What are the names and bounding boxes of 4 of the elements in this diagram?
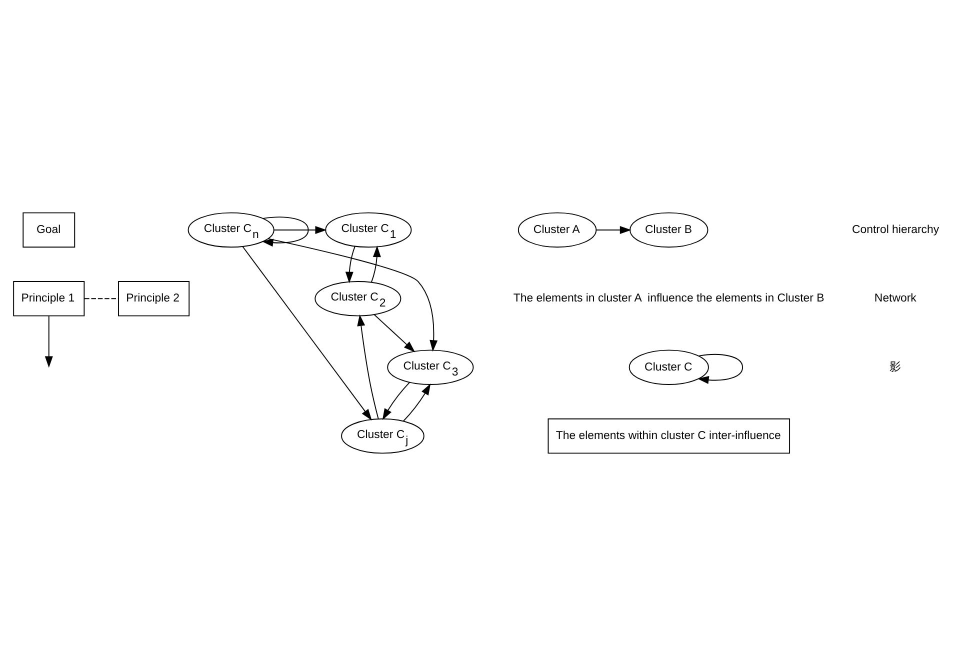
label: The elements in cluster A influence the elements in Cluster B [513, 292, 824, 304]
label: Control hierarchy [852, 223, 940, 236]
label: 影 [890, 360, 901, 373]
label: Network [874, 292, 916, 304]
